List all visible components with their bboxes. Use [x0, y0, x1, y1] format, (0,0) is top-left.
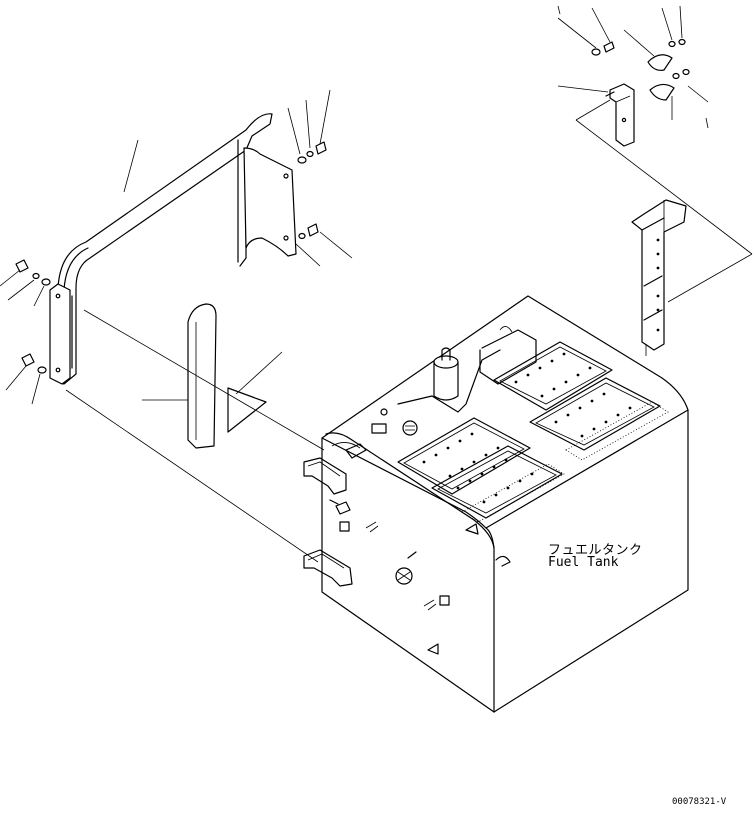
bolt-fitting: [380, 408, 388, 416]
gusset-spacer: [142, 303, 283, 449]
drain-fitting-2: [439, 595, 450, 606]
side-cover-panel: [49, 113, 297, 385]
anti-slip-strip-2: [461, 463, 565, 523]
part-name-japanese: フュエルタンク: [548, 543, 643, 558]
vertical-bracket: [631, 199, 687, 356]
part-name-english: Fuel Tank: [548, 555, 619, 570]
cap-fitting: [402, 420, 418, 436]
top-cover-plate-1: [493, 341, 613, 411]
panel-bolt-set: [0, 89, 353, 405]
clamp-upper: [647, 54, 673, 71]
top-bracket-assembly: [557, 5, 753, 303]
bolt-set-top: [591, 38, 690, 80]
drawing-code: 00078321-V: [672, 797, 727, 807]
gusset-triangle: [227, 387, 267, 433]
panel-mount-plate-left: [49, 283, 71, 385]
top-cover-plate-2: [529, 377, 661, 451]
top-cover-plate-3: [397, 417, 531, 495]
drain-fitting-1: [339, 521, 350, 532]
anti-slip-strip-1: [565, 401, 669, 461]
clamp-lower: [649, 83, 675, 101]
panel-mount-plate-right: [243, 147, 297, 257]
top-cover-plate-4: [431, 445, 563, 519]
fuel-tank: [303, 295, 689, 713]
mounting-bracket-upper: [303, 443, 367, 495]
mounting-bracket-lower: [303, 549, 353, 587]
bracket-fitting: [371, 423, 387, 434]
filler-neck: [397, 326, 537, 413]
assembly-guide-lines: [65, 309, 325, 563]
